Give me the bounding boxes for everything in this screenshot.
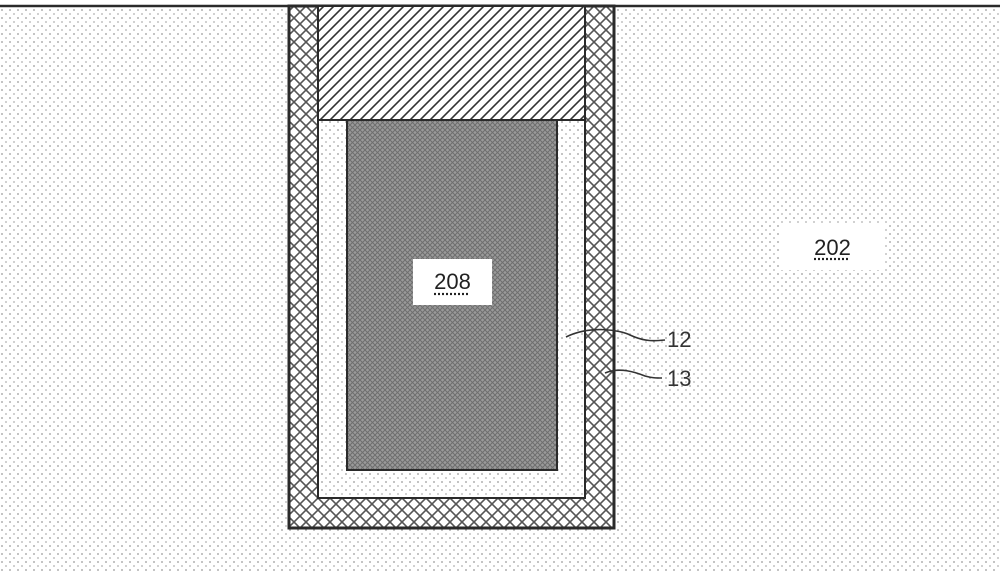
label-208: 208 (413, 259, 492, 305)
leader-line-13 (604, 369, 663, 379)
label-13: 13 (667, 366, 692, 391)
cap-layer (317, 5, 586, 121)
leader-line-12 (565, 328, 666, 342)
label-202: 202 (780, 225, 885, 270)
label-12: 12 (667, 327, 692, 352)
